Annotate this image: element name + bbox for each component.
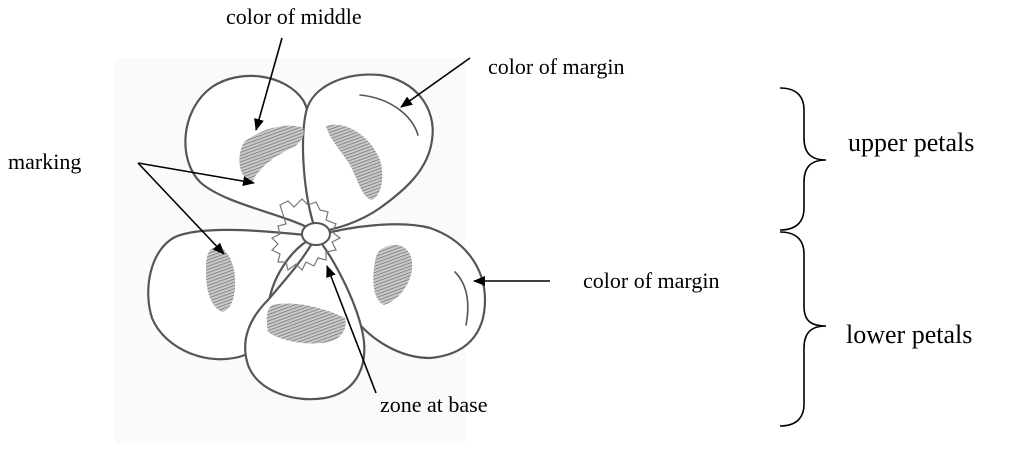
flower-center (301, 222, 331, 246)
label-lower-petals: lower petals (846, 320, 973, 349)
label-color-of-middle: color of middle (226, 4, 362, 29)
arrow-color-of-margin-upper (400, 57, 471, 108)
marking-lower-middle (266, 303, 346, 344)
marking-lower-right (373, 244, 413, 305)
label-upper-petals: upper petals (848, 128, 975, 157)
margin-line-lower (454, 271, 469, 326)
marking-lower-left (206, 247, 236, 312)
label-color-of-margin-lower: color of margin (583, 268, 720, 293)
label-color-of-margin-upper: color of margin (488, 54, 625, 79)
arrow-marking-lower (137, 162, 225, 255)
marking-upper-left (239, 125, 304, 182)
label-zone-at-base: zone at base (380, 392, 488, 417)
label-marking: marking (8, 149, 82, 174)
arrow-zone-at-base (326, 265, 377, 394)
marking-upper-right (326, 124, 383, 200)
brace-lower-petals (779, 231, 827, 427)
brace-upper-petals (779, 87, 827, 231)
arrow-marking-upper (137, 162, 255, 187)
arrow-color-of-middle (254, 37, 283, 131)
zone-at-base-outline (270, 198, 342, 272)
margin-line-upper (359, 94, 419, 136)
